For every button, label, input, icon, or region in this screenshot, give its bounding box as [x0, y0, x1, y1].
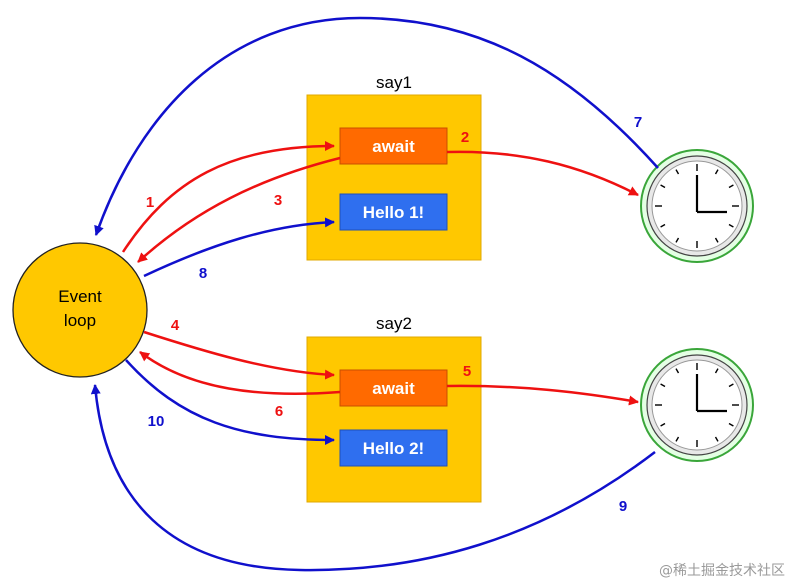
arrow-2	[446, 150, 639, 197]
arrow-3	[137, 156, 341, 263]
arrow-5-label: 5	[463, 363, 471, 380]
arrow-7-label: 7	[634, 114, 642, 131]
event-loop-label-line2: loop	[64, 311, 96, 330]
say1-await-label: await	[372, 137, 415, 156]
arrow-1	[121, 141, 335, 253]
arrow-4-label: 4	[171, 317, 180, 334]
arrow-1-label: 1	[146, 194, 154, 211]
arrow-10	[125, 359, 335, 445]
clock-icon	[640, 348, 754, 462]
say1-hello-label: Hello 1!	[363, 203, 424, 222]
say1-box: say1 await Hello 1!	[306, 73, 482, 261]
say2-title: say2	[376, 314, 412, 333]
arrow-3-label: 3	[274, 192, 282, 209]
watermark: @稀土掘金技术社区	[659, 563, 785, 579]
arrow-9-label: 9	[619, 498, 627, 515]
clock-icon	[640, 149, 754, 263]
say1-title: say1	[376, 73, 412, 92]
arrow-5	[446, 384, 639, 406]
arrow-2-label: 2	[461, 129, 469, 146]
event-loop-node: Event loop	[12, 242, 148, 378]
say2-box: say2 await Hello 2!	[306, 314, 482, 503]
arrow-10-label: 10	[148, 413, 165, 430]
arrow-9	[90, 384, 656, 572]
say2-await-label: await	[372, 379, 415, 398]
event-loop-label-line1: Event	[58, 287, 102, 306]
arrow-6	[139, 351, 341, 396]
arrow-8	[143, 217, 335, 278]
say1-hello-box: Hello 1!	[339, 193, 448, 231]
arrow-7	[94, 16, 659, 236]
say2-hello-label: Hello 2!	[363, 439, 424, 458]
arrow-4	[143, 330, 335, 380]
say2-await-box: await	[339, 369, 448, 407]
arrow-6-label: 6	[275, 403, 283, 420]
say1-await-box: await	[339, 127, 448, 165]
arrow-8-label: 8	[199, 265, 207, 282]
say2-hello-box: Hello 2!	[339, 429, 448, 467]
